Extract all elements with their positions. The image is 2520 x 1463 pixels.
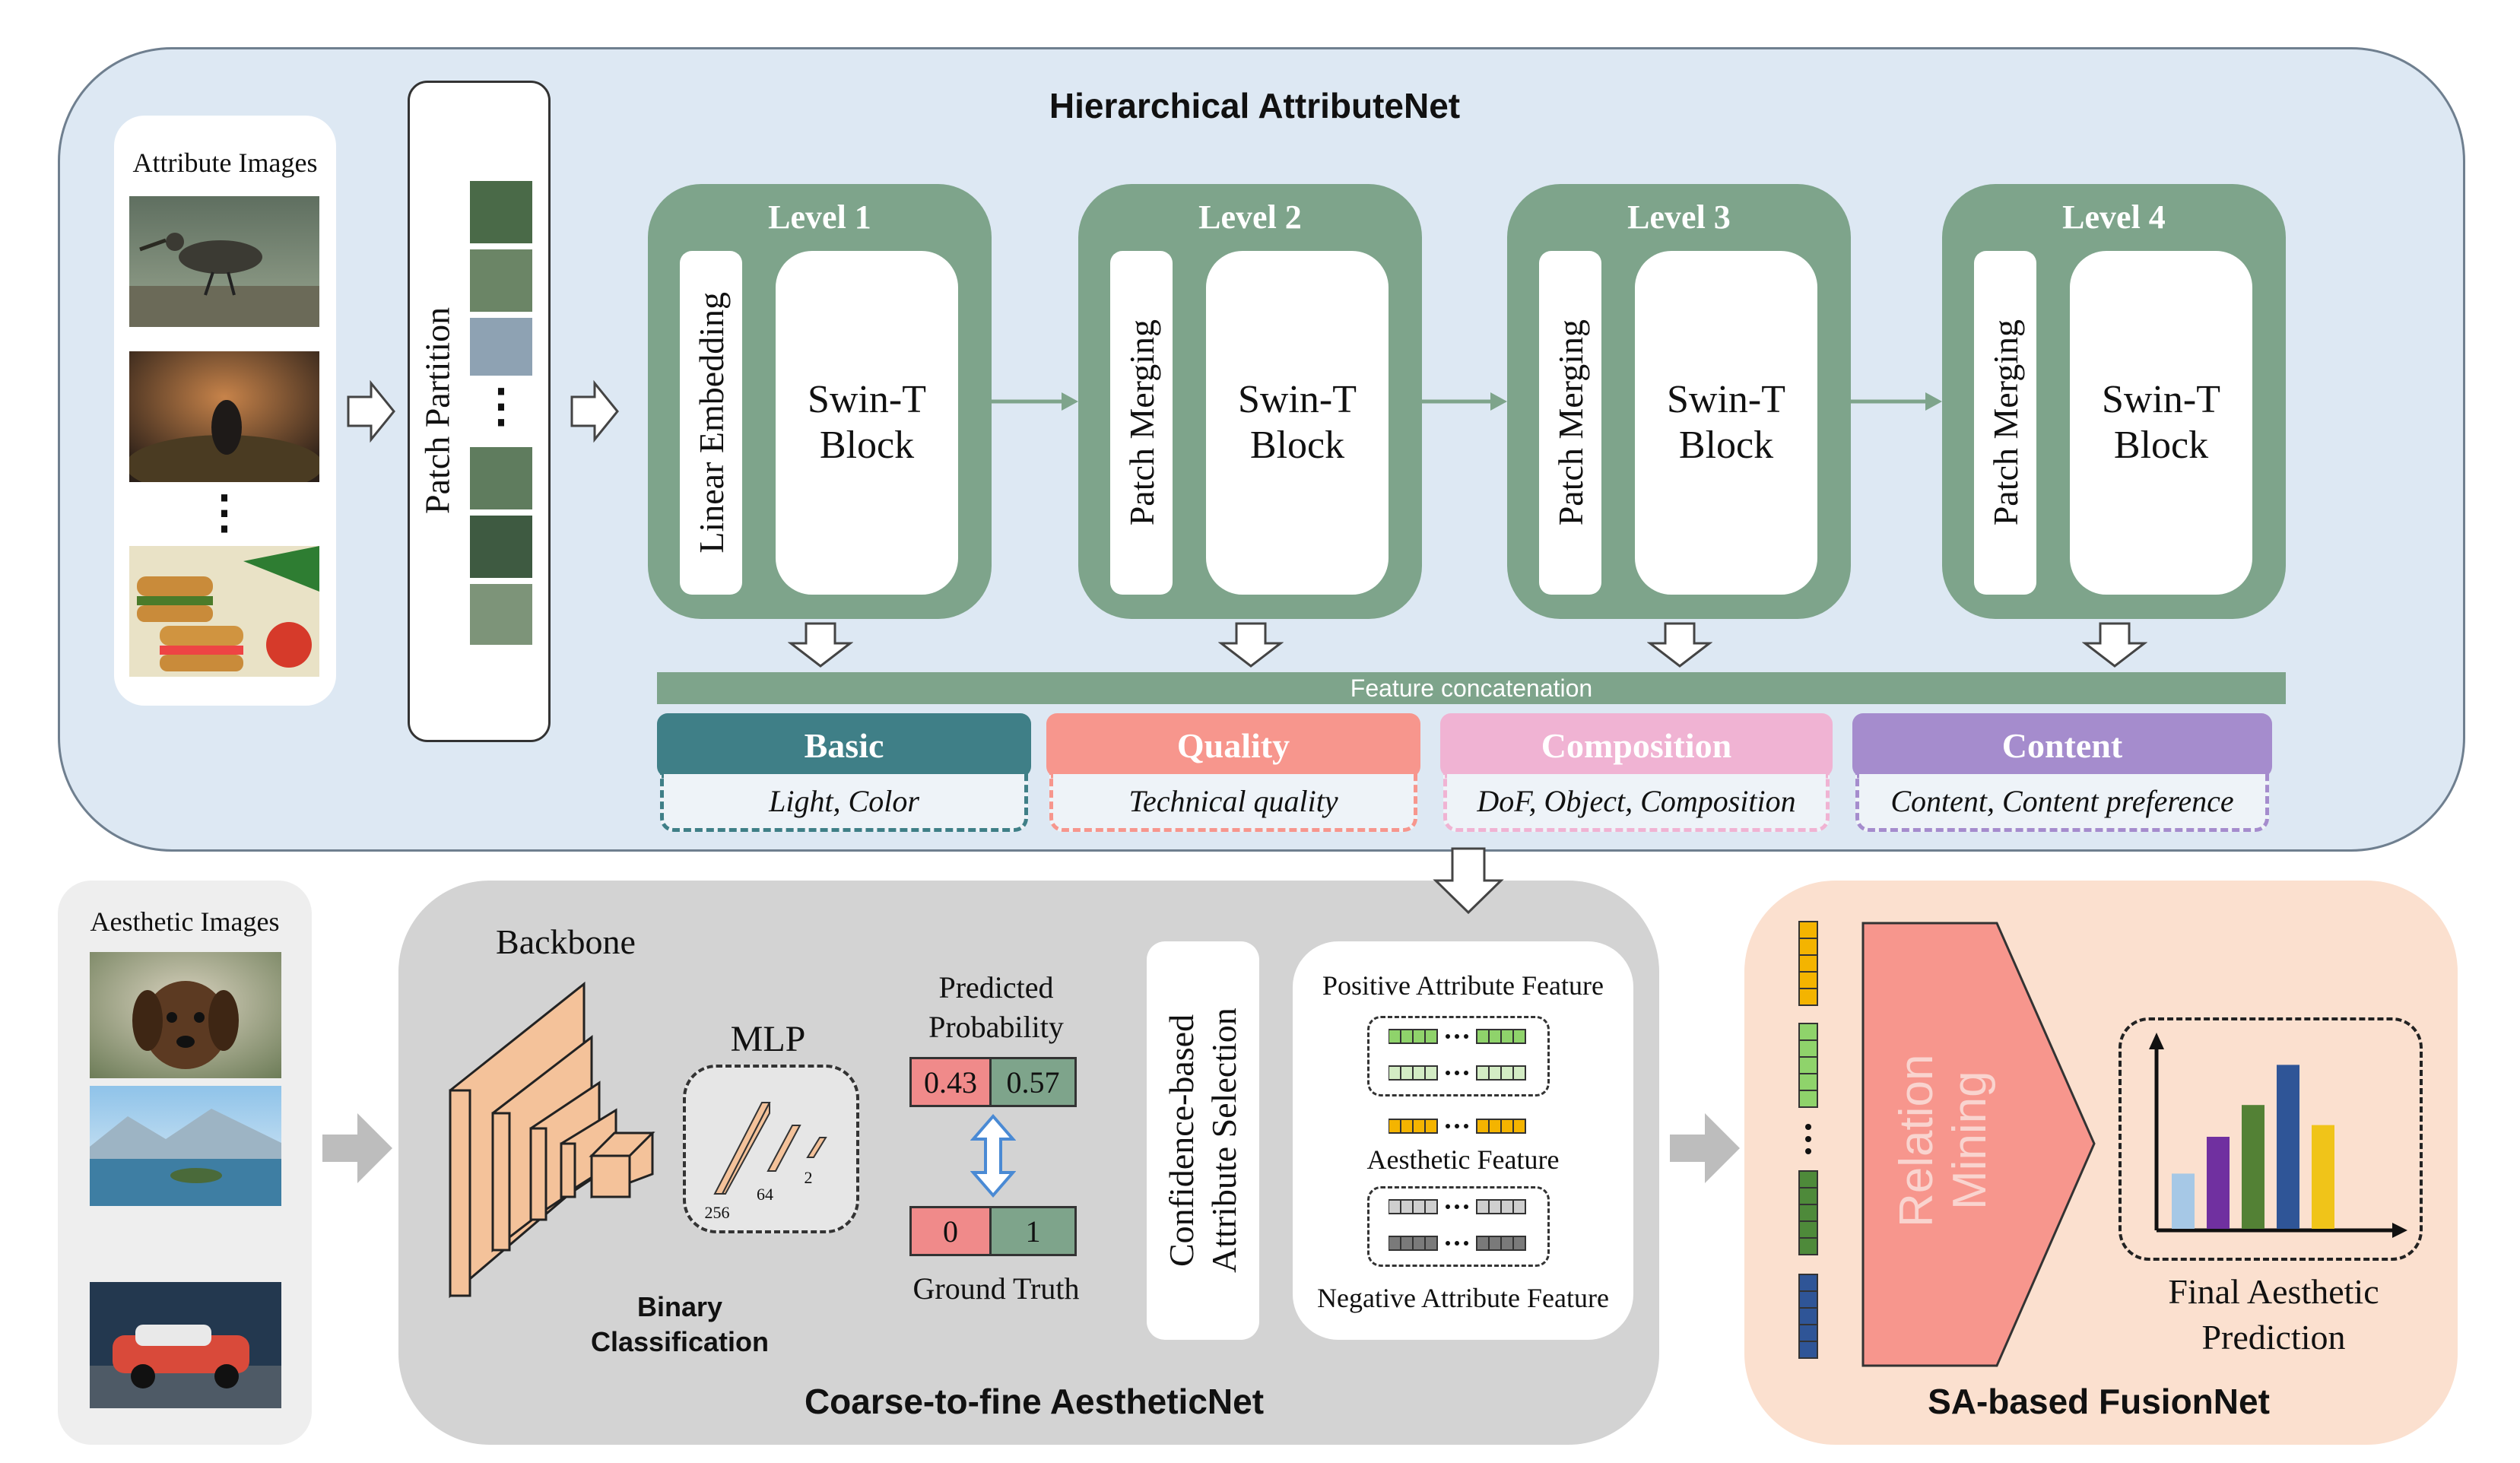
prediction-bar xyxy=(2207,1137,2230,1229)
final-prediction-chart xyxy=(2149,1033,2407,1238)
patch-tiles: ⋮ xyxy=(470,181,532,645)
aesthetic-images-label: Aesthetic Images xyxy=(90,906,280,937)
patch-merging-label: Patch Merging xyxy=(1985,319,2025,526)
burger-food-image xyxy=(129,546,319,677)
down-arrow-icon xyxy=(1218,622,1284,668)
woman-field-image xyxy=(129,351,319,482)
backbone-cnn-icon xyxy=(449,981,655,1299)
patch-tile xyxy=(470,584,532,645)
mlp-layers-icon xyxy=(713,1102,827,1195)
predicted-prob-positive: 0.57 xyxy=(992,1057,1077,1107)
patch-tile xyxy=(470,516,532,578)
attribute-composition-desc: DoF, Object, Composition xyxy=(1443,774,1830,832)
relation-mining-label: Relation Mining xyxy=(1890,1054,1996,1227)
attribute-composition-header: Composition xyxy=(1440,713,1833,777)
right-arrow-icon xyxy=(570,379,619,443)
swin-t-block: Swin-T Block xyxy=(1635,251,1817,595)
relation-mining-block xyxy=(1861,922,2096,1367)
ground-truth-positive: 1 xyxy=(992,1206,1077,1256)
mlp-dim-2: 2 xyxy=(804,1168,813,1187)
selection-box xyxy=(1147,941,1259,1340)
attribute-content-header: Content xyxy=(1852,713,2272,777)
patch-merging-box: Patch Merging xyxy=(1974,251,2036,595)
positive-feature-tokens xyxy=(1389,1029,1526,1081)
down-arrow-icon xyxy=(1433,847,1504,915)
negative-feature-group xyxy=(1367,1186,1550,1267)
aesthetic-feature-label: Aesthetic Feature xyxy=(1366,1144,1560,1175)
level-1-title: Level 1 xyxy=(768,198,871,236)
attribute-images-label: Attribute Images xyxy=(132,148,318,178)
confidence-selection-label: Confidence-based Attribute Selection xyxy=(1162,1008,1243,1274)
level-3-block: Level 3 Patch Merging Swin-T Block xyxy=(1507,184,1851,619)
right-arrow-icon xyxy=(1670,1113,1740,1183)
aesthetic-net-title: Coarse-to-fine AestheticNet xyxy=(804,1382,1265,1421)
selection-label-wrap: Confidence-based Attribute Selection xyxy=(1147,941,1259,1340)
patch-tile xyxy=(470,318,532,376)
ground-truth-label: Ground Truth xyxy=(912,1271,1080,1306)
patch-partition-label: Patch Partition xyxy=(417,306,457,515)
prediction-bar xyxy=(2172,1173,2195,1229)
down-arrow-icon xyxy=(1647,622,1712,668)
fusion-net-title: SA-based FusionNet xyxy=(1928,1382,2270,1421)
level-2-block: Level 2 Patch Merging Swin-T Block xyxy=(1078,184,1422,619)
mlp-label: MLP xyxy=(730,1018,806,1059)
attribute-quality-desc: Technical quality xyxy=(1049,774,1417,832)
attribute-quality-header: Quality xyxy=(1046,713,1420,777)
prediction-bar xyxy=(2277,1065,2299,1229)
down-arrow-icon xyxy=(2082,622,2147,668)
backbone-label: Backbone xyxy=(496,922,636,961)
feature-concatenation-bar: Feature concatenation xyxy=(657,672,2286,704)
mlp-dim-64: 64 xyxy=(757,1185,773,1204)
relation-mining-label-wrap: Relation Mining xyxy=(1868,989,2020,1293)
attribute-basic-header: Basic xyxy=(657,713,1031,777)
mlp-box xyxy=(683,1065,859,1233)
right-arrow-icon xyxy=(347,379,395,443)
positive-feature-label: Positive Attribute Feature xyxy=(1322,970,1604,1001)
linear-embedding-box: Linear Embedding xyxy=(680,251,742,595)
level-4-title: Level 4 xyxy=(2062,198,2166,236)
predicted-probability-label: Predicted Probability xyxy=(928,970,1064,1044)
negative-feature-tokens xyxy=(1389,1199,1526,1251)
binary-classification-label: Binary Classification xyxy=(590,1291,770,1357)
level-2-title: Level 2 xyxy=(1198,198,1302,236)
swin-t-block: Swin-T Block xyxy=(776,251,958,595)
attribute-content-desc: Content, Content preference xyxy=(1855,774,2269,832)
aesthetic-feature-tokens xyxy=(1389,1119,1526,1134)
level-4-block: Level 4 Patch Merging Swin-T Block xyxy=(1942,184,2286,619)
bird-image xyxy=(129,196,319,327)
patch-tile xyxy=(470,447,532,509)
mlp-dim-256: 256 xyxy=(704,1203,730,1222)
right-arrow-icon xyxy=(322,1113,392,1183)
down-arrow-icon xyxy=(788,622,853,668)
prediction-bar xyxy=(2312,1125,2334,1229)
attribute-basic-desc: Light, Color xyxy=(660,774,1028,832)
race-car-image xyxy=(90,1282,281,1408)
prediction-bar xyxy=(2242,1105,2265,1229)
double-arrow-icon xyxy=(970,1113,1016,1198)
negative-feature-label: Negative Attribute Feature xyxy=(1317,1283,1609,1313)
patch-ellipsis: ⋮ xyxy=(478,381,524,431)
patch-tile xyxy=(470,181,532,243)
puppy-image xyxy=(90,952,281,1078)
positive-feature-group xyxy=(1367,1016,1550,1096)
attribute-images-ellipsis: ⋮ xyxy=(202,487,247,538)
level-3-title: Level 3 xyxy=(1627,198,1731,236)
patch-merging-label: Patch Merging xyxy=(1122,319,1161,526)
mountain-lake-image xyxy=(90,1086,281,1206)
final-prediction-box xyxy=(2119,1017,2423,1261)
predicted-prob-negative: 0.43 xyxy=(909,1057,992,1107)
ground-truth-negative: 0 xyxy=(909,1206,992,1256)
token-sequence xyxy=(1798,921,1818,1359)
level-1-block: Level 1 Linear Embedding Swin-T Block xyxy=(648,184,992,619)
patch-merging-box: Patch Merging xyxy=(1110,251,1173,595)
feature-selection-box xyxy=(1293,941,1633,1340)
patch-merging-box: Patch Merging xyxy=(1539,251,1601,595)
final-prediction-label: Final Aesthetic Prediction xyxy=(2168,1272,2379,1357)
swin-t-block: Swin-T Block xyxy=(1206,251,1389,595)
hierarchical-attributenet-title: Hierarchical AttributeNet xyxy=(1049,86,1461,125)
patch-tile xyxy=(470,249,532,312)
swin-t-block: Swin-T Block xyxy=(2070,251,2252,595)
patch-merging-label: Patch Merging xyxy=(1550,319,1590,526)
linear-embedding-label: Linear Embedding xyxy=(691,292,731,554)
